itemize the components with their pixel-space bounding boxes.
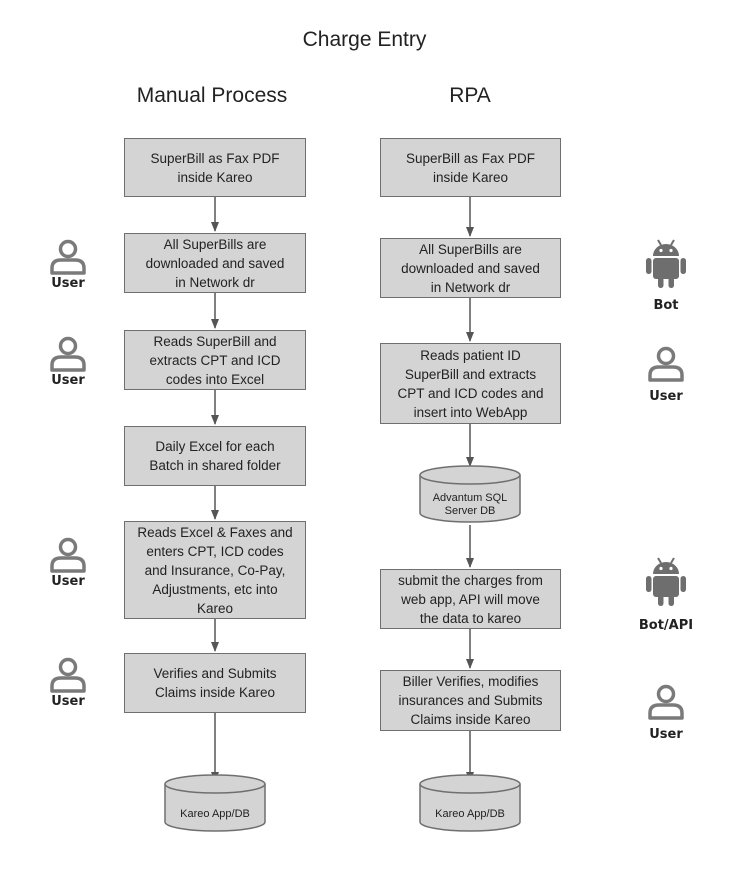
user-icon [50,657,86,693]
rpa-step-1-text: SuperBill as Fax PDF inside Kareo [405,150,536,185]
rpa-step-2: All SuperBills are downloaded and saved … [380,238,561,298]
manual-step-5: Reads Excel & Faxes and enters CPT, ICD … [124,521,306,619]
rpa-step-4-text: submit the charges from web app, API wil… [398,572,543,626]
android-bot-icon [646,239,686,288]
user-icon [648,346,684,382]
android-bot-icon [646,557,686,606]
manual-step-1: SuperBill as Fax PDF inside Kareo [124,138,306,197]
manual-step-1-text: SuperBill as Fax PDF inside Kareo [150,150,280,185]
manual-step-4-text: Daily Excel for each Batch in shared fol… [149,439,281,473]
manual-actor-3-label: User [51,574,85,589]
manual-actor-1: User [28,238,108,291]
user-icon [50,239,86,275]
rpa-db-label: Kareo App/DB [435,808,505,820]
manual-step-2: All SuperBills are downloaded and saved … [124,233,306,293]
manual-step-6-text: Verifies and Submits Claims inside Kareo [153,666,277,700]
manual-actor-4-label: User [51,694,85,709]
rpa-step-1: SuperBill as Fax PDF inside Kareo [380,138,561,197]
db-cylinder-rpa-mid [419,465,521,523]
rpa-step-2-text: All SuperBills are downloaded and saved … [401,241,540,295]
user-icon [50,336,86,372]
manual-step-3: Reads SuperBill and extracts CPT and ICD… [124,330,306,390]
manual-actor-1-label: User [51,276,85,291]
user-icon [648,684,684,720]
rpa-actor-3-label: Bot/API [638,618,694,633]
manual-actor-4: User [28,656,108,709]
page-title: Charge Entry [302,28,427,51]
rpa-actor-3: Bot/API [626,556,706,633]
rpa-step-5: Biller Verifies, modifies insurances and… [380,670,561,731]
manual-db-label: Kareo App/DB [180,808,250,820]
db-cylinder-manual [164,774,266,832]
manual-step-3-text: Reads SuperBill and extracts CPT and ICD… [149,333,281,387]
db-cylinder-rpa [419,774,521,832]
rpa-step-5-text: Biller Verifies, modifies insurances and… [398,674,543,727]
rpa-actor-4-label: User [649,727,683,742]
manual-actor-3: User [28,536,108,589]
rpa-actor-4: User [626,683,706,742]
manual-actor-2: User [28,335,108,388]
user-icon [50,537,86,573]
rpa-actor-1-label: Bot [653,298,679,313]
manual-step-2-text: All SuperBills are downloaded and saved … [145,236,285,290]
rpa-step-4: submit the charges from web app, API wil… [380,569,561,629]
rpa-step-3-text: Reads patient ID SuperBill and extracts … [397,347,544,420]
rpa-heading: RPA [449,84,491,107]
manual-step-4: Daily Excel for each Batch in shared fol… [124,426,306,486]
manual-actor-2-label: User [51,373,85,388]
manual-step-5-text: Reads Excel & Faxes and enters CPT, ICD … [137,524,293,616]
rpa-actor-2-label: User [649,389,683,404]
rpa-actor-2: User [626,345,706,404]
rpa-step-3: Reads patient ID SuperBill and extracts … [380,343,561,424]
rpa-mid-db-label: Advantum SQL Server DB [432,492,508,517]
manual-step-6: Verifies and Submits Claims inside Kareo [124,653,306,713]
manual-process-heading: Manual Process [136,84,288,107]
rpa-actor-1: Bot [626,238,706,313]
